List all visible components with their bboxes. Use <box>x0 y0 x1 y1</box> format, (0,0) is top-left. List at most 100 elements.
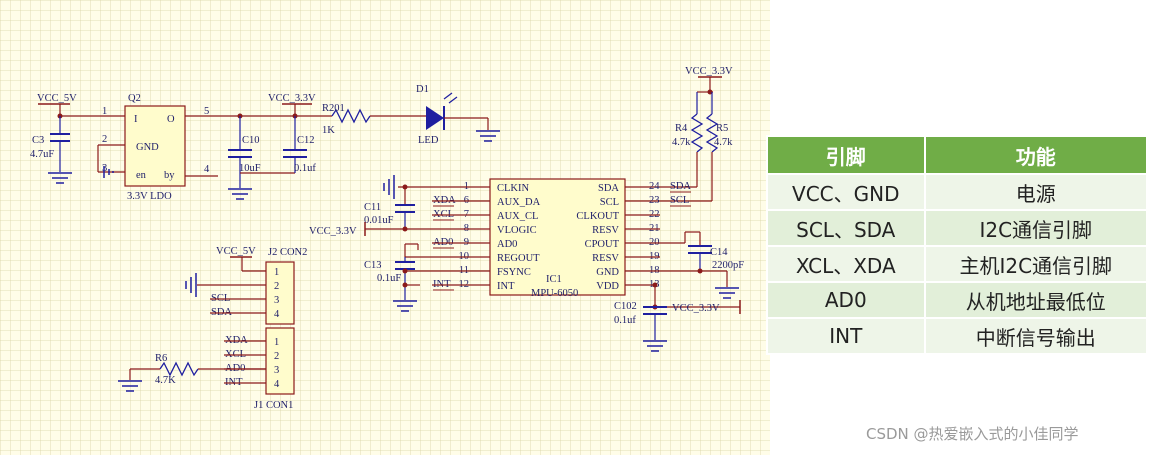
resistor-r201: R201 1K <box>322 103 371 136</box>
table-row: AD0 从机地址最低位 <box>766 281 1149 319</box>
j1-pin-number: 4 <box>274 379 280 390</box>
ic1-left-pin-name: VLOGIC <box>497 225 537 236</box>
c13-value: 0.1uF <box>377 273 401 284</box>
ic1-right-pin-number: 23 <box>649 195 660 206</box>
j2-ref: J2 CON2 <box>268 247 307 258</box>
cell-pin: AD0 <box>766 281 926 319</box>
r201-value: 1K <box>322 125 335 136</box>
vcc33-vdd-label: VCC_3.3V <box>672 303 720 314</box>
ldo-regulator-q2: Q2 3.3V LDO I O GND en by 1 2 3 4 5 <box>102 93 210 202</box>
vcc33-right-power-symbol: VCC_3.3V <box>685 66 733 78</box>
j2-pin-number: 4 <box>274 309 280 320</box>
ic1-left-pin-name: INT <box>497 281 515 292</box>
ic1-right-pin-name: GND <box>596 267 619 278</box>
vcc5-j2-power-symbol: VCC_5V <box>216 246 256 271</box>
ic1-right-pin-name: SCL <box>600 197 619 208</box>
c11-value: 0.01uF <box>364 215 394 226</box>
schematic-grid <box>0 0 770 455</box>
cell-function: 电源 <box>923 173 1149 211</box>
ground-symbol-j2 <box>185 273 197 297</box>
schematic-diagram: VCC_5V C3 4.7uF Q2 3.3V LDO I O GND en b… <box>0 0 770 455</box>
vcc33-vlogic-label: VCC_3.3V <box>309 226 357 237</box>
mpu6050-ic1: IC1 MPU-6050 CLKIN1AUX_DA6XDAAUX_CL7XCLV… <box>433 178 691 299</box>
table-row: SCL、SDA I2C通信引脚 <box>766 209 1149 247</box>
q2-part: 3.3V LDO <box>127 191 172 202</box>
capacitor-c14: C14 2200pF <box>688 245 744 271</box>
vcc33-right-label: VCC_3.3V <box>685 66 733 77</box>
ic1-left-pin-name: CLKIN <box>497 183 529 194</box>
q2-pin5-num: 5 <box>204 106 209 117</box>
q2-pin-by: by <box>164 170 175 181</box>
cell-function: 中断信号输出 <box>923 317 1149 355</box>
ground-symbol-c14 <box>715 287 739 299</box>
resistor-r6: R6 4.7K <box>155 353 199 386</box>
c12-value: 0.1uf <box>294 163 316 174</box>
ground-symbol-d1 <box>476 130 500 142</box>
cell-pin: VCC、GND <box>766 173 926 211</box>
cell-pin: SCL、SDA <box>766 209 926 247</box>
q2-pin1-num: 1 <box>102 106 107 117</box>
table-row: VCC、GND 电源 <box>766 173 1149 211</box>
ic1-right-pin-name: SDA <box>598 183 619 194</box>
vcc5-j2-label: VCC_5V <box>216 246 256 257</box>
r6-value: 4.7K <box>155 375 176 386</box>
ground-symbol-c3 <box>48 172 72 184</box>
r5-ref: R5 <box>716 123 728 134</box>
pin-function-table: 引脚 功能 VCC、GND 电源 SCL、SDA I2C通信引脚 XCL、XDA… <box>766 135 1149 355</box>
ground-symbol-clkin <box>383 175 395 199</box>
watermark: CSDN @热爱嵌入式的小佳同学 <box>866 425 1079 443</box>
header-pin: 引脚 <box>766 135 926 175</box>
resistor-r4: R4 4.7k <box>672 92 704 187</box>
q2-pin-i: I <box>134 114 138 125</box>
resistor-r5: R5 4.7k <box>705 92 733 201</box>
vcc33-top-label: VCC_3.3V <box>268 93 316 104</box>
ic1-left-pin-name: FSYNC <box>497 267 531 278</box>
c11-ref: C11 <box>364 202 381 213</box>
r5-value: 4.7k <box>714 137 733 148</box>
c12-ref: C12 <box>297 135 315 146</box>
ic1-right-pin-name: CPOUT <box>585 239 620 250</box>
capacitor-c102: C102 0.1uf <box>614 301 667 340</box>
cell-function: 从机地址最低位 <box>923 281 1149 319</box>
q2-pin-en: en <box>136 170 147 181</box>
ic1-left-pin-name: AUX_CL <box>497 211 538 222</box>
c102-ref: C102 <box>614 301 637 312</box>
j1-ref: J1 CON1 <box>254 400 293 411</box>
ic1-right-net-label: SCL <box>670 195 689 206</box>
header-function: 功能 <box>923 135 1149 175</box>
capacitor-c12: C12 0.1uf <box>283 116 316 174</box>
ic1-right-pin-name: VDD <box>596 281 619 292</box>
ic1-right-pin-number: 24 <box>649 181 660 192</box>
c13-ref: C13 <box>364 260 382 271</box>
j2-pin-number: 3 <box>274 295 279 306</box>
ground-symbol-c10 <box>228 188 252 200</box>
q2-pin-gnd: GND <box>136 142 159 153</box>
j2-pin-number: 2 <box>274 281 279 292</box>
cell-function: I2C通信引脚 <box>923 209 1149 247</box>
ic1-right-pin-name: RESV <box>592 225 619 236</box>
table-row: INT 中断信号输出 <box>766 317 1149 355</box>
vcc33-power-symbol: VCC_3.3V <box>268 93 316 116</box>
j1-pin-number: 1 <box>274 337 279 348</box>
ground-symbol-c102 <box>643 340 667 352</box>
r4-ref: R4 <box>675 123 688 134</box>
ic1-part: MPU-6050 <box>531 288 578 299</box>
table-header-row: 引脚 功能 <box>766 135 1149 175</box>
table-row: XCL、XDA 主机I2C通信引脚 <box>766 245 1149 283</box>
c102-value: 0.1uf <box>614 315 636 326</box>
d1-value: LED <box>418 135 439 146</box>
cell-function: 主机I2C通信引脚 <box>923 245 1149 283</box>
ic1-right-net-label: SDA <box>670 181 691 192</box>
capacitor-c11: C11 0.01uF <box>364 202 415 229</box>
ic1-left-pin-name: AD0 <box>497 239 517 250</box>
q2-pin-o: O <box>167 114 175 125</box>
c10-ref: C10 <box>242 135 260 146</box>
c10-value: 10uF <box>239 163 261 174</box>
led-d1: D1 LED <box>416 84 458 146</box>
ic1-left-pin-name: AUX_DA <box>497 197 541 208</box>
c3-value: 4.7uF <box>30 149 54 160</box>
q2-ref: Q2 <box>128 93 141 104</box>
c14-ref: C14 <box>710 247 728 258</box>
d1-ref: D1 <box>416 84 429 95</box>
ground-symbol-c13 <box>393 300 417 312</box>
